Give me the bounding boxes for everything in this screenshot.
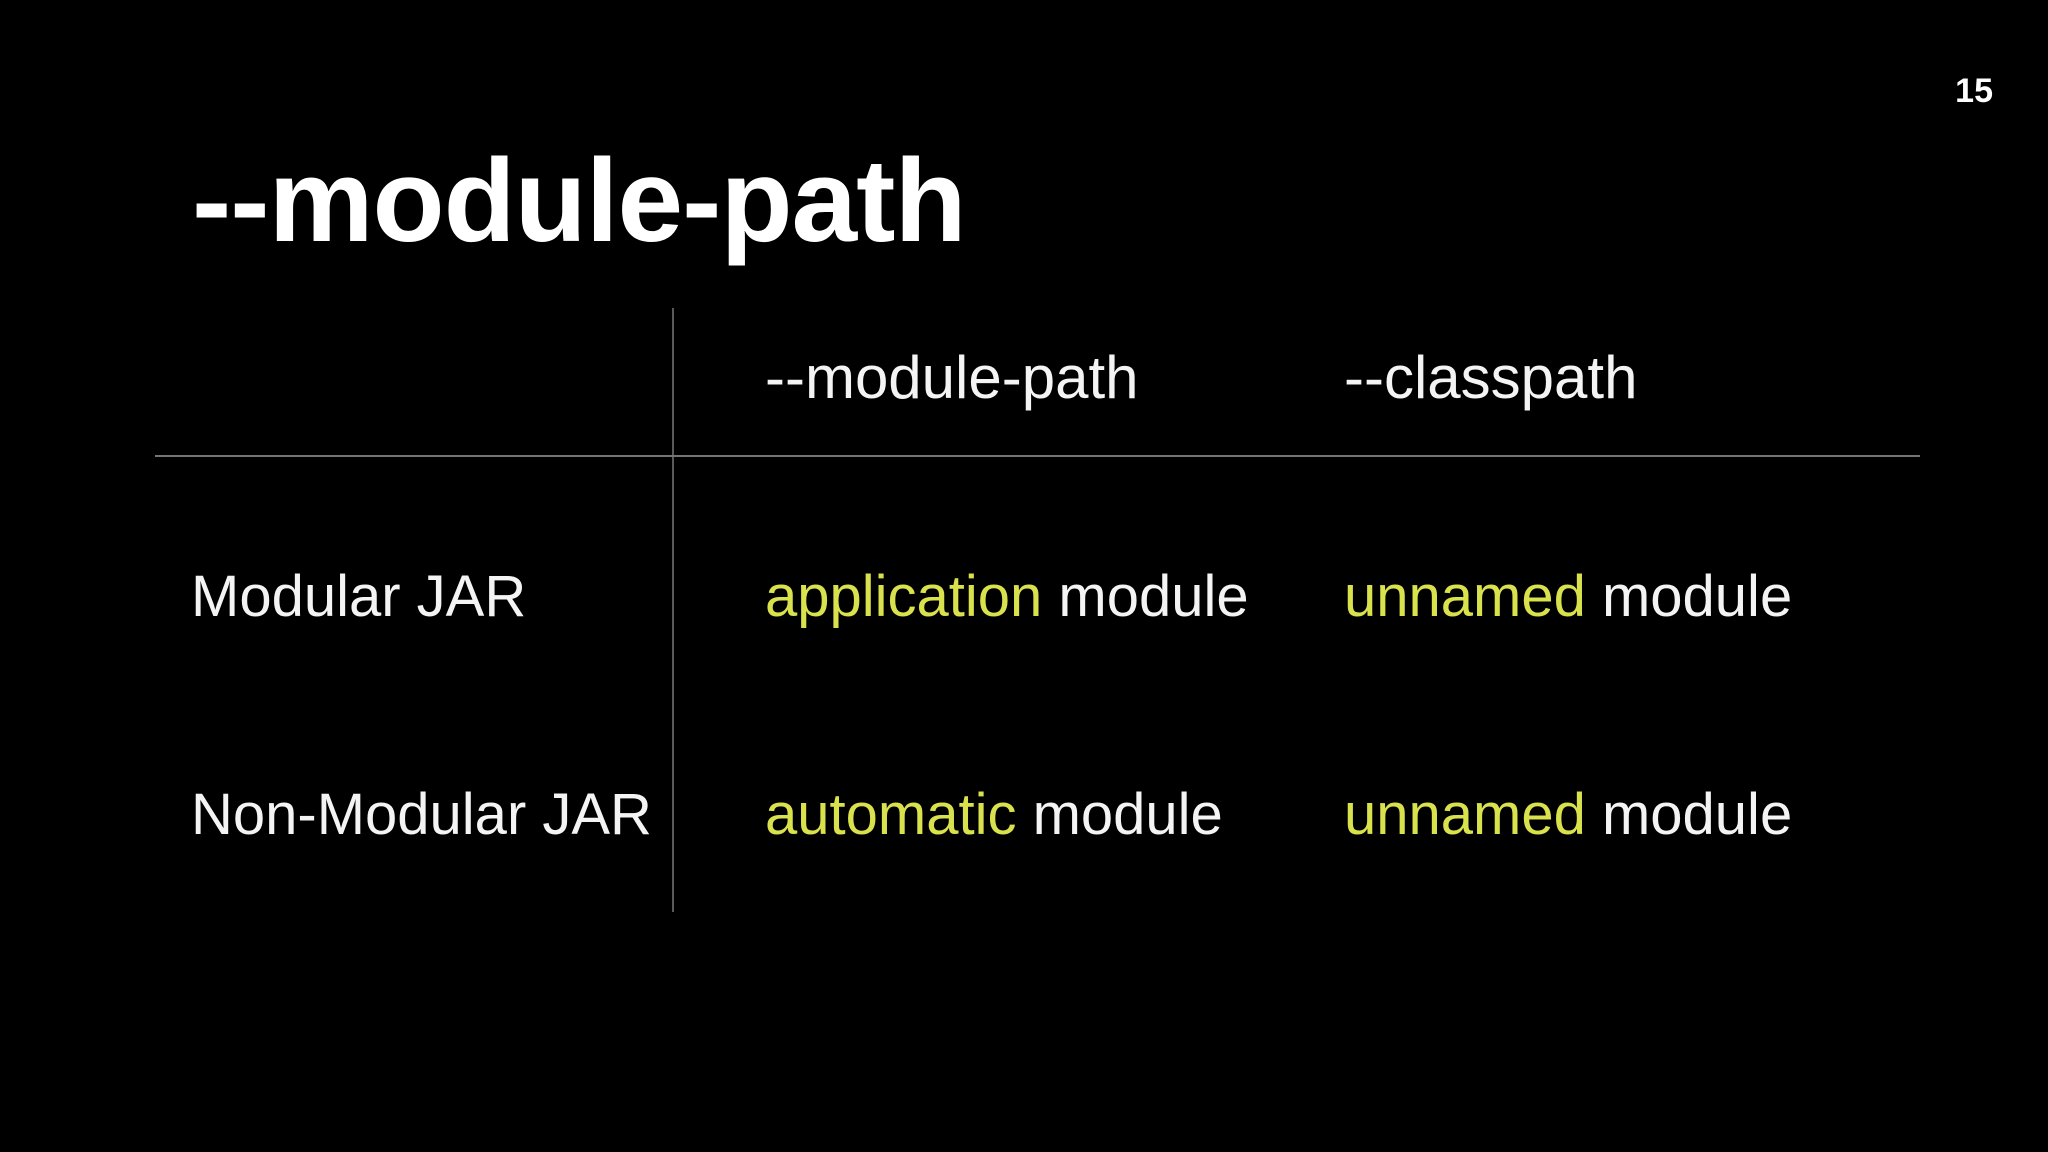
column-header-module-path: --module-path: [765, 344, 1139, 411]
row-label-modular-jar: Modular JAR: [191, 564, 527, 629]
table-cell: unnamed module: [1344, 568, 1792, 626]
page-number: 15: [1955, 72, 1993, 110]
cell-highlight-text: unnamed: [1344, 782, 1586, 847]
cell-rest-text: module: [1585, 782, 1793, 847]
cell-rest-text: module: [1016, 782, 1223, 847]
cell-rest-text: module: [1042, 564, 1249, 629]
cell-highlight-text: application: [765, 564, 1043, 629]
slide-title: --module-path: [192, 135, 967, 267]
column-header-classpath: --classpath: [1344, 344, 1638, 411]
table-cell: automatic module: [765, 786, 1223, 844]
table-horizontal-rule: [155, 455, 1920, 457]
row-label-non-modular-jar: Non-Modular JAR: [191, 782, 652, 847]
cell-highlight-text: automatic: [765, 782, 1017, 847]
cell-rest-text: module: [1585, 564, 1793, 629]
cell-highlight-text: unnamed: [1344, 564, 1586, 629]
table-cell: application module: [765, 568, 1249, 626]
table-cell: unnamed module: [1344, 786, 1792, 844]
table-vertical-rule: [672, 308, 674, 912]
